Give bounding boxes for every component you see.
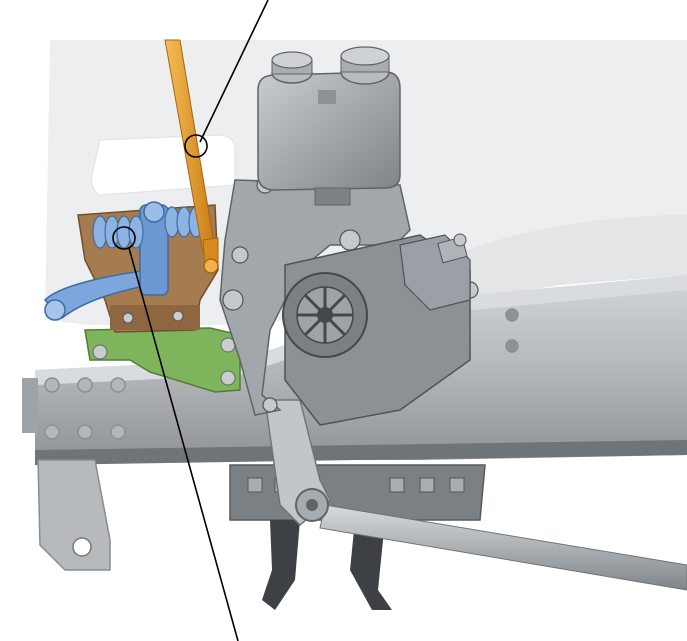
cab-panel-curve bbox=[420, 215, 687, 300]
lower-leader-line bbox=[128, 247, 239, 641]
gear-cover-ribs bbox=[297, 287, 353, 343]
lower-callout bbox=[112, 226, 239, 641]
frame-holes bbox=[44, 308, 519, 440]
blue-spring-assembly bbox=[43, 201, 204, 321]
frame-rail-bottom-edge bbox=[35, 440, 687, 465]
steering-gear-box bbox=[282, 233, 471, 426]
reservoir-label bbox=[318, 90, 336, 104]
blue-coil-spring-left bbox=[92, 215, 144, 249]
green-bracket-bolts bbox=[92, 337, 236, 386]
steering-mount-bracket bbox=[219, 179, 411, 416]
spring-blade-left bbox=[262, 520, 300, 610]
lower-callout-circle bbox=[112, 226, 136, 250]
upper-leader-line bbox=[199, 0, 269, 143]
blue-lever-eye bbox=[44, 299, 66, 321]
spring-blade-right bbox=[350, 520, 392, 610]
panel-window bbox=[91, 134, 236, 196]
upper-callout bbox=[184, 0, 269, 158]
bronze-bracket-bolts bbox=[122, 310, 184, 324]
steering-fluid-reservoir bbox=[257, 46, 401, 206]
hanger-hole bbox=[72, 537, 92, 557]
tie-rod bbox=[319, 504, 687, 591]
upper-callout-circle bbox=[184, 134, 208, 158]
lower-hanger-bracket bbox=[37, 459, 111, 571]
blue-spring-pivot bbox=[143, 201, 165, 223]
frame-rail-end bbox=[22, 378, 38, 433]
green-bracket bbox=[84, 327, 241, 393]
orange-linkage-rod bbox=[164, 39, 219, 274]
pitman-ball-center bbox=[306, 499, 318, 511]
